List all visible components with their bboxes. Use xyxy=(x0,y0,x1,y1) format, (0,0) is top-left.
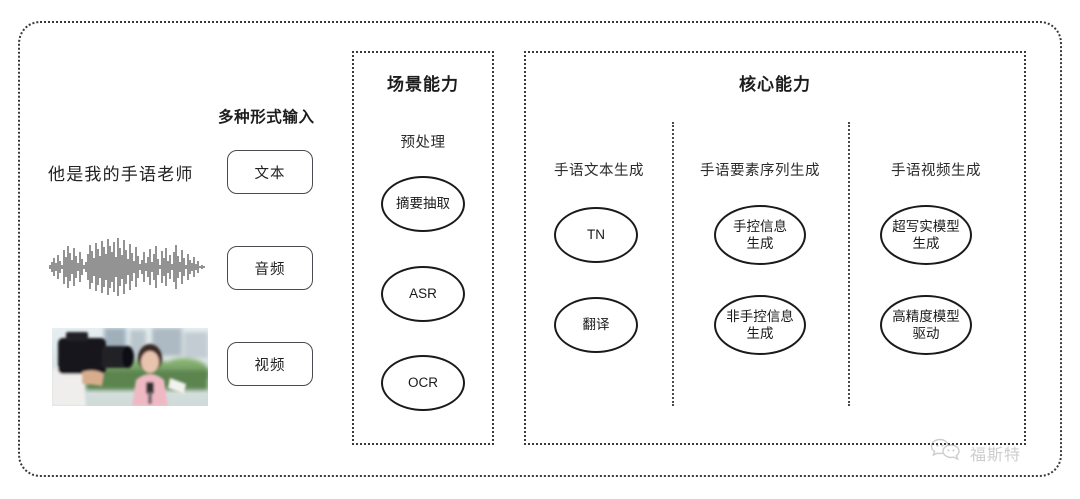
input-sample-sentence: 他是我的手语老师 xyxy=(48,165,194,184)
input-section-heading: 多种形式输入 xyxy=(218,109,315,126)
node-non-manual-signal-generation[interactable]: 非手控信息 生成 xyxy=(714,295,806,355)
core-column-divider-1 xyxy=(672,122,674,406)
node-translation[interactable]: 翻译 xyxy=(554,297,638,353)
input-pill-video[interactable]: 视频 xyxy=(227,342,313,386)
input-pill-audio[interactable]: 音频 xyxy=(227,246,313,290)
wechat-chat-bubbles-icon xyxy=(930,437,964,468)
watermark-text: 福斯特 xyxy=(970,446,1022,464)
core-column-label-sign-text-generation: 手语文本生成 xyxy=(554,163,644,179)
node-photorealistic-model-generation[interactable]: 超写实模型 生成 xyxy=(880,205,972,265)
core-column-label-sign-video-generation: 手语视频生成 xyxy=(891,163,981,179)
node-ocr[interactable]: OCR xyxy=(381,355,465,411)
input-pill-text[interactable]: 文本 xyxy=(227,150,313,194)
core-column-label-sign-element-sequence-generation: 手语要素序列生成 xyxy=(700,163,820,179)
audio-waveform-icon xyxy=(46,236,210,298)
scene-column-label-preprocess: 预处理 xyxy=(400,135,446,151)
node-asr[interactable]: ASR xyxy=(381,266,465,322)
watermark: 福斯特 xyxy=(930,437,1021,468)
core-capability-box xyxy=(524,51,1026,445)
node-manual-signal-generation[interactable]: 手控信息 生成 xyxy=(714,205,806,265)
scene-capability-box xyxy=(352,51,494,445)
video-thumbnail-cameraman-reporter xyxy=(52,328,208,406)
core-column-divider-2 xyxy=(848,122,850,406)
diagram-outer-frame xyxy=(18,21,1062,477)
node-tn[interactable]: TN xyxy=(554,207,638,263)
core-capability-title: 核心能力 xyxy=(739,75,811,94)
node-high-precision-model-driving[interactable]: 高精度模型 驱动 xyxy=(880,295,972,355)
scene-capability-title: 场景能力 xyxy=(387,75,459,94)
node-summary-extraction[interactable]: 摘要抽取 xyxy=(381,176,465,232)
